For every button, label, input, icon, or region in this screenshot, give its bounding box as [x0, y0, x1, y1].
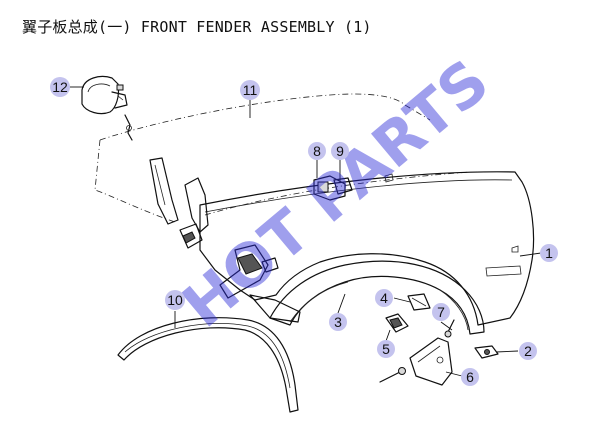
callout-3[interactable]: 3 — [329, 313, 347, 331]
callout-7-label: 7 — [437, 304, 445, 320]
callout-5[interactable]: 5 — [377, 340, 395, 358]
leader-lines — [69, 86, 542, 377]
screw-7 — [444, 319, 455, 338]
callout-12-label: 12 — [52, 79, 68, 95]
pillar-bracket — [149, 157, 209, 249]
side-mirror — [81, 75, 133, 141]
callout-2-label: 2 — [524, 343, 532, 359]
fender-liner — [269, 260, 485, 335]
callout-4-label: 4 — [380, 290, 388, 306]
callout-9[interactable]: 9 — [331, 142, 349, 160]
callout-1[interactable]: 1 — [540, 244, 558, 262]
callout-9-label: 9 — [336, 143, 344, 159]
callout-4[interactable]: 4 — [375, 289, 393, 307]
callout-10-label: 10 — [167, 292, 183, 308]
callout-6-label: 6 — [466, 369, 474, 385]
fender-upper-bracket — [313, 175, 353, 201]
callout-3-label: 3 — [334, 314, 342, 330]
mud-flap-clip — [385, 313, 409, 333]
callout-11[interactable]: 11 — [240, 80, 260, 100]
callout-8-label: 8 — [313, 143, 321, 159]
callout-7[interactable]: 7 — [432, 303, 450, 321]
callout-11-label: 11 — [243, 82, 258, 98]
nut-2 — [474, 345, 499, 359]
mud-flap — [379, 337, 453, 386]
callout-6[interactable]: 6 — [461, 368, 479, 386]
liner-clip — [407, 293, 431, 311]
callout-5-label: 5 — [382, 341, 390, 357]
fender-bracket — [219, 244, 301, 323]
front-fender-panel — [199, 171, 535, 326]
callout-2[interactable]: 2 — [519, 342, 537, 360]
callout-10[interactable]: 10 — [165, 290, 185, 310]
wheel-arch-molding — [117, 317, 299, 413]
callout-12[interactable]: 12 — [50, 77, 70, 97]
callout-1-label: 1 — [545, 245, 553, 261]
hood-outline — [94, 93, 471, 223]
watermark: HOT PARTS — [170, 46, 503, 341]
callout-8[interactable]: 8 — [308, 142, 326, 160]
diagram-title: 翼子板总成(一) FRONT FENDER ASSEMBLY (1) — [22, 18, 372, 36]
